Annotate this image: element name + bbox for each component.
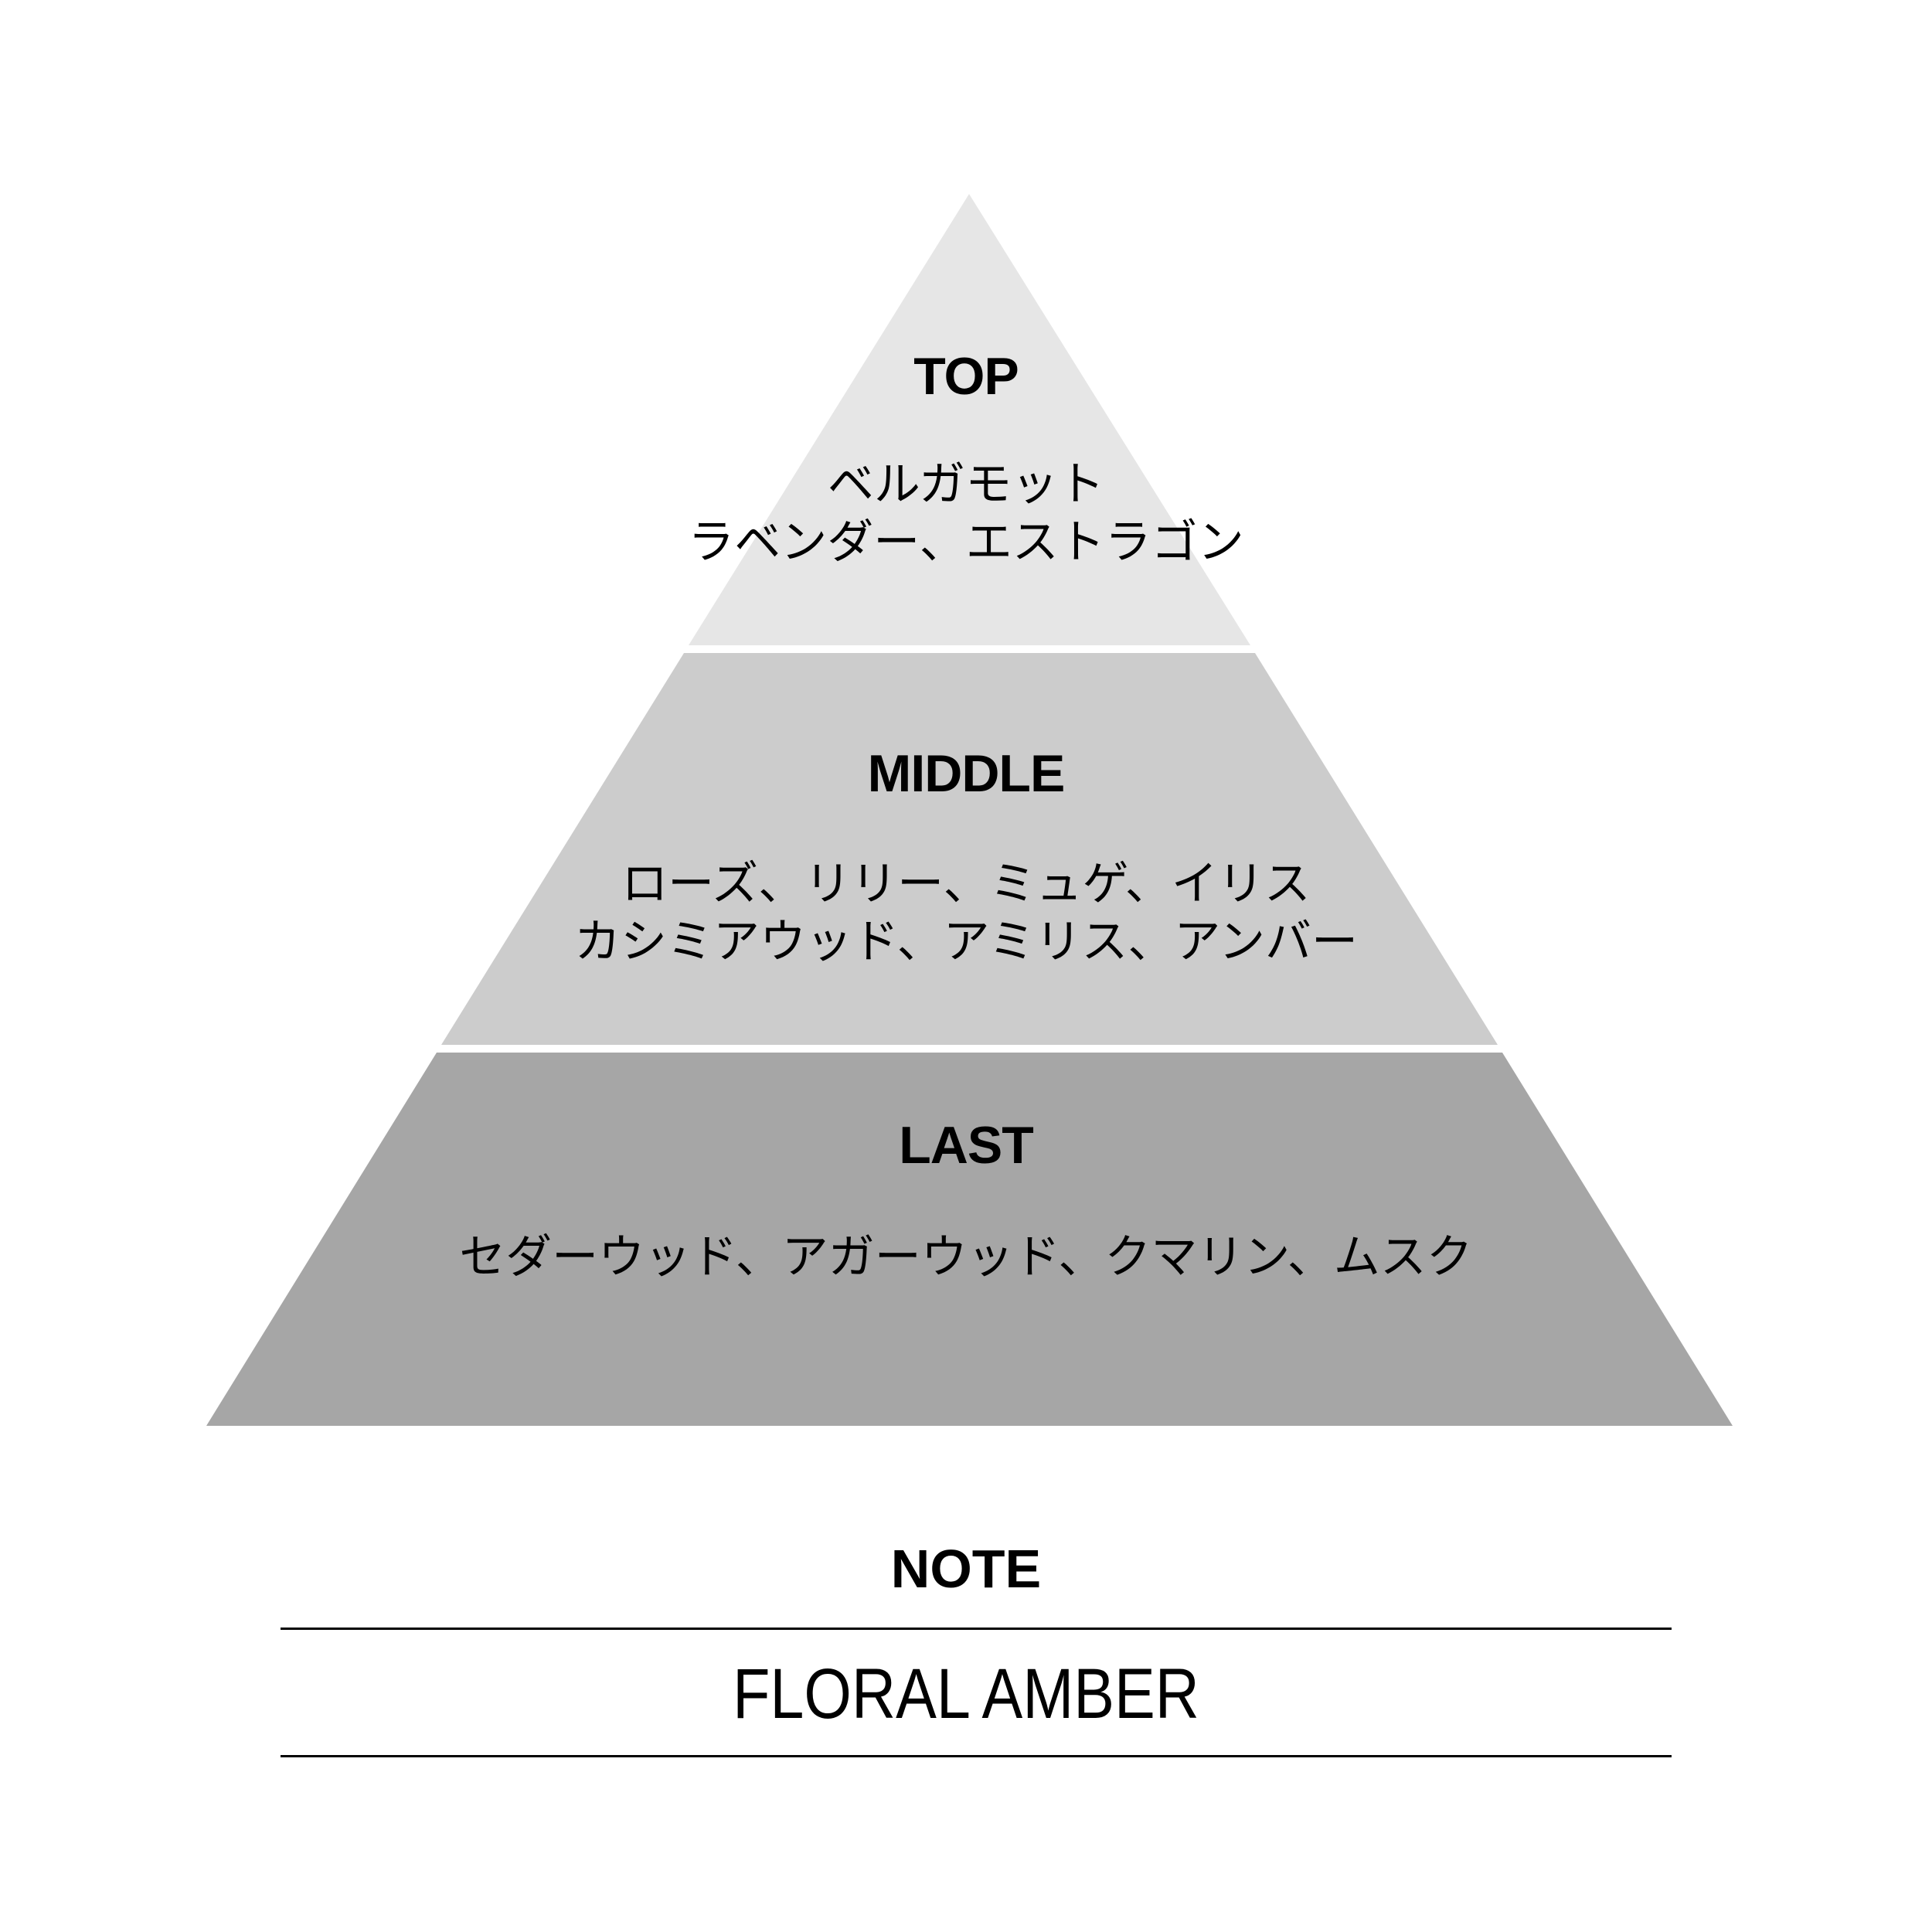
top-tier-title: TOP <box>913 347 1019 406</box>
note-heading: NOTE <box>890 1539 1042 1599</box>
last-tier-title: LAST <box>899 1116 1034 1175</box>
middle-notes-line-2: カシミアウッド、アミリス、アンバー <box>574 915 1358 969</box>
top-notes-line-2: ラベンダー、エストラゴン <box>688 515 1244 570</box>
middle-tier-title: MIDDLE <box>867 744 1066 803</box>
middle-tier <box>441 653 1498 1045</box>
top-tier-notes: ベルガモット ラベンダー、エストラゴン <box>0 456 1932 572</box>
accord-name: FLORAL AMBER <box>733 1655 1199 1733</box>
middle-tier-notes: ローズ、リリー、ミュゲ、イリス カシミアウッド、アミリス、アンバー <box>0 855 1932 971</box>
last-notes-line-1: セダーウッド、アガーウッド、クマリン、ムスク <box>459 1230 1473 1284</box>
divider-bottom <box>281 1755 1672 1757</box>
top-tier <box>689 194 1250 645</box>
last-tier <box>206 1053 1733 1426</box>
last-tier-notes: セダーウッド、アガーウッド、クマリン、ムスク <box>0 1229 1932 1287</box>
middle-notes-line-1: ローズ、リリー、ミュゲ、イリス <box>621 857 1311 911</box>
top-notes-line-1: ベルガモット <box>827 457 1105 512</box>
divider-top <box>281 1628 1672 1630</box>
